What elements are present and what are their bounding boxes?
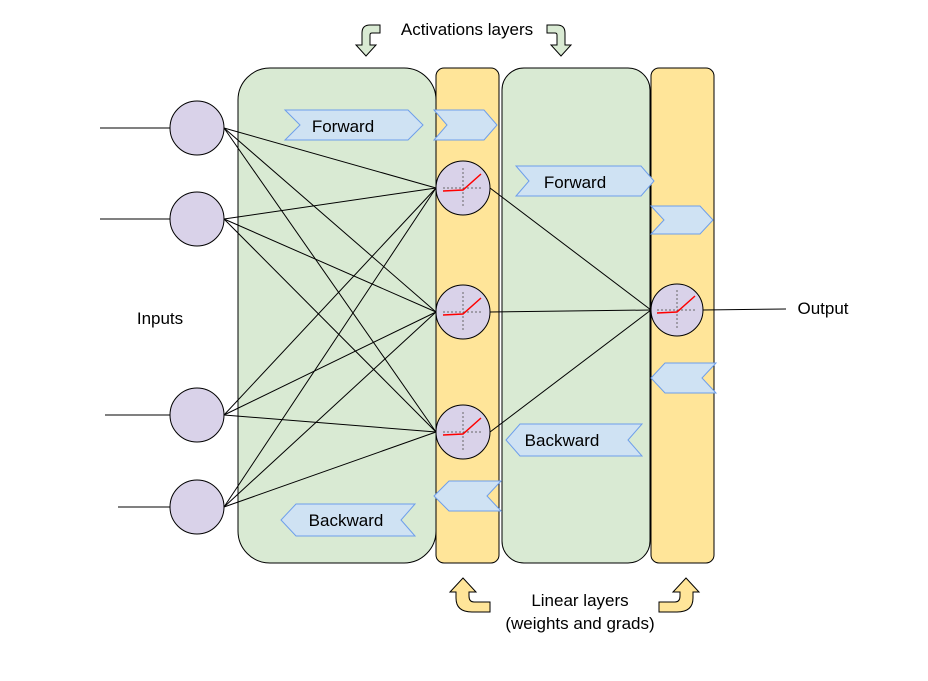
backward-label-1: Backward (309, 511, 384, 530)
backward-chevron-linear-1 (433, 480, 503, 512)
activation-layer-1 (237, 67, 437, 564)
output-label: Output (797, 299, 848, 318)
activation-indicator-arrow-right (546, 24, 573, 57)
forward-label-1: Forward (312, 117, 374, 136)
linear-indicator-arrow-left (448, 577, 491, 613)
hidden-neuron (435, 284, 491, 340)
connections-input-hidden (223, 127, 437, 508)
forward-chevron-linear-1 (432, 109, 498, 141)
input-neuron (169, 191, 225, 247)
forward-arrow-1: Forward (283, 109, 424, 141)
forward-label-2: Forward (544, 173, 606, 192)
hidden-neuron (435, 404, 491, 460)
backward-chevron-linear-2 (650, 362, 718, 394)
inputs-label: Inputs (137, 309, 183, 328)
forward-chevron-linear-2 (649, 205, 714, 235)
linear-layers-title-line2: (weights and grads) (505, 614, 654, 633)
backward-arrow-1: Backward (280, 503, 417, 537)
backward-label-2: Backward (525, 431, 600, 450)
linear-layers-title-line1: Linear layers (531, 591, 628, 610)
forward-arrow-2: Forward (514, 165, 655, 197)
input-neuron (169, 479, 225, 535)
input-lines (100, 127, 170, 508)
output-neuron (650, 283, 704, 337)
input-neuron (169, 387, 225, 443)
linear-indicator-arrow-right (658, 577, 701, 613)
input-neuron (169, 100, 225, 156)
activation-layer-2 (501, 67, 651, 564)
connections-hidden-output (489, 187, 652, 433)
output-line (702, 308, 787, 311)
backward-arrow-2: Backward (505, 423, 644, 457)
hidden-neuron (435, 160, 491, 216)
activations-layers-title: Activations layers (401, 20, 533, 39)
activation-indicator-arrow-left (354, 24, 381, 57)
